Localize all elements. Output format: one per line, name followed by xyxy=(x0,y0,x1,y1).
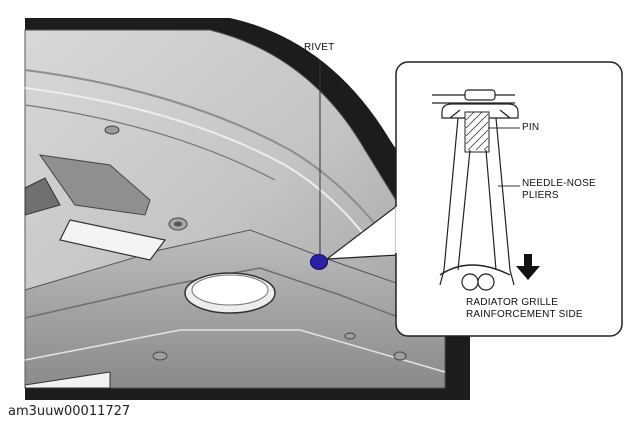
side-label-line2: RAINFORCEMENT SIDE xyxy=(466,309,583,320)
needle-nose-pliers xyxy=(439,117,515,291)
detail-callout-box xyxy=(395,61,623,337)
arrow-down-icon xyxy=(516,254,540,280)
pliers-label-line1: NEEDLE-NOSE xyxy=(522,178,596,189)
pin-detail xyxy=(464,111,490,153)
pin-label: PIN xyxy=(522,122,540,133)
left-slot xyxy=(24,177,61,216)
figure-id-caption: am3uuw00011727 xyxy=(8,404,131,419)
white-slot xyxy=(59,219,167,261)
side-label-line1: RADIATOR GRILLE xyxy=(466,297,559,308)
rivet-head-detail xyxy=(441,89,519,119)
rivet-label: RIVET xyxy=(304,42,335,53)
upper-slot xyxy=(38,154,151,216)
pliers-label-line2: PLIERS xyxy=(522,190,559,201)
rivet-marker xyxy=(310,254,328,270)
rivet-removal-diagram xyxy=(24,18,623,400)
